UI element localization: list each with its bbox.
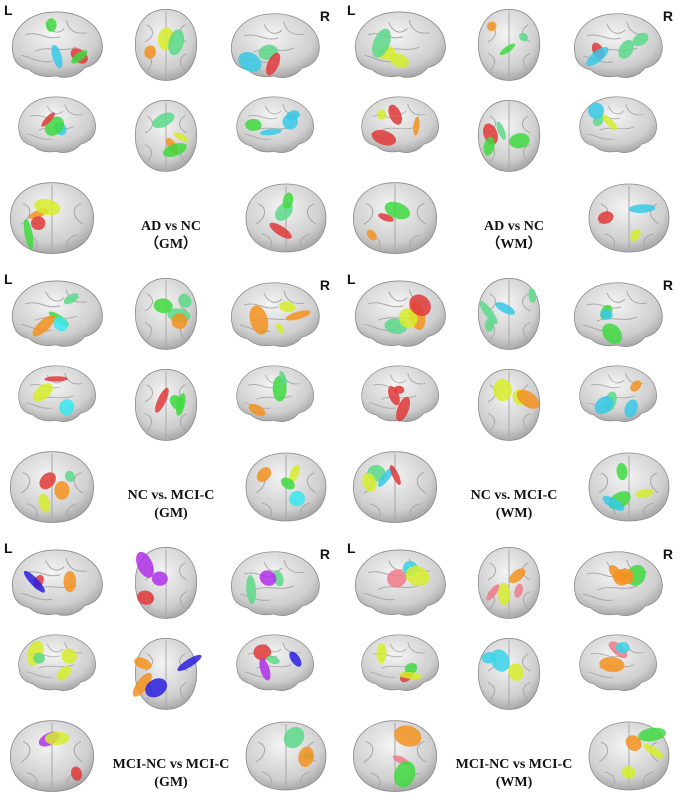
brain-rendering [461, 0, 557, 93]
brain-rendering [345, 90, 453, 165]
brain-rendering [0, 172, 104, 265]
brain-rendering [236, 441, 336, 534]
brain-rendering [2, 359, 110, 434]
brain-rendering [118, 361, 214, 452]
panel-caption: AD vs NC （GM） [0, 218, 342, 254]
brain-rendering [118, 0, 214, 93]
panel-nc-mci-c-gm: L R NC vs. MCI-C (GM) [0, 269, 342, 538]
brain-rendering [118, 538, 214, 631]
brain-rendering [345, 542, 453, 629]
brain-rendering [218, 544, 330, 629]
left-hemisphere-label: L [4, 2, 13, 18]
panel-ad-nc-gm: L R AD vs NC （GM） [0, 0, 342, 269]
caption-comparison: AD vs NC [484, 219, 544, 234]
brain-rendering [343, 441, 447, 534]
brain-rendering [345, 359, 453, 434]
caption-tissue: （WM） [486, 237, 542, 252]
right-hemisphere-label: R [662, 546, 673, 562]
brain-rendering [2, 90, 110, 165]
panel-caption: MCI-NC vs MCI-C (WM) [343, 756, 685, 792]
brain-rendering [561, 544, 673, 629]
panel-caption: MCI-NC vs MCI-C (GM) [0, 756, 342, 792]
brain-rendering [0, 710, 104, 803]
panel-nc-mci-c-wm: L R NC vs. MCI-C (WM) [343, 269, 685, 538]
panel-ad-nc-wm: L R AD vs NC （WM） [343, 0, 685, 269]
caption-comparison: AD vs NC [141, 219, 201, 234]
brain-rendering [345, 628, 453, 703]
caption-tissue: (GM) [154, 775, 188, 790]
brain-rendering [343, 172, 447, 265]
brain-rendering [579, 710, 679, 803]
brain-rendering [118, 92, 214, 183]
brain-rendering [461, 630, 557, 721]
brain-rendering [118, 269, 214, 362]
panel-caption: NC vs. MCI-C (GM) [0, 487, 342, 523]
brain-rendering [218, 359, 330, 434]
brain-rendering [561, 275, 673, 360]
brain-rendering [2, 4, 110, 91]
caption-comparison: NC vs. MCI-C [127, 488, 215, 503]
brain-rendering [218, 6, 330, 91]
panel-mci-nc-mci-c-gm: L R MCI-NC vs MCI-C (GM) [0, 538, 342, 807]
brain-rendering [2, 542, 110, 629]
caption-tissue: (WM) [495, 506, 533, 521]
caption-comparison: NC vs. MCI-C [470, 488, 558, 503]
brain-rendering [236, 710, 336, 803]
brain-rendering [343, 710, 447, 803]
brain-rendering [118, 630, 214, 721]
brain-rendering [0, 441, 104, 534]
panel-mci-nc-mci-c-wm: L R MCI-NC vs MCI-C (WM) [343, 538, 685, 807]
brain-rendering [345, 273, 453, 360]
caption-tissue: (WM) [495, 775, 533, 790]
brain-rendering [579, 172, 679, 265]
brain-rendering [561, 628, 673, 703]
brain-rendering [218, 628, 330, 703]
brain-rendering [561, 6, 673, 91]
panel-caption: AD vs NC （WM） [343, 218, 685, 254]
brain-rendering [345, 4, 453, 91]
brain-rendering [461, 92, 557, 183]
right-hemisphere-label: R [319, 8, 330, 24]
brain-rendering [461, 361, 557, 452]
left-hemisphere-label: L [347, 271, 356, 287]
brain-rendering [218, 275, 330, 360]
caption-comparison: MCI-NC vs MCI-C [112, 757, 230, 772]
caption-tissue: (GM) [154, 506, 188, 521]
brain-rendering [461, 269, 557, 362]
brain-rendering [561, 90, 673, 165]
caption-tissue: （GM） [144, 237, 198, 252]
brain-rendering [2, 628, 110, 703]
brain-rendering [236, 172, 336, 265]
brain-rendering [561, 359, 673, 434]
right-hemisphere-label: R [662, 8, 673, 24]
brain-rendering [579, 441, 679, 534]
brain-rendering [2, 273, 110, 360]
brain-rendering [218, 90, 330, 165]
right-hemisphere-label: R [662, 277, 673, 293]
right-hemisphere-label: R [319, 546, 330, 562]
caption-comparison: MCI-NC vs MCI-C [455, 757, 573, 772]
left-hemisphere-label: L [4, 271, 13, 287]
left-hemisphere-label: L [347, 540, 356, 556]
brain-rendering [461, 538, 557, 631]
left-hemisphere-label: L [347, 2, 356, 18]
right-hemisphere-label: R [319, 277, 330, 293]
panel-caption: NC vs. MCI-C (WM) [343, 487, 685, 523]
left-hemisphere-label: L [4, 540, 13, 556]
